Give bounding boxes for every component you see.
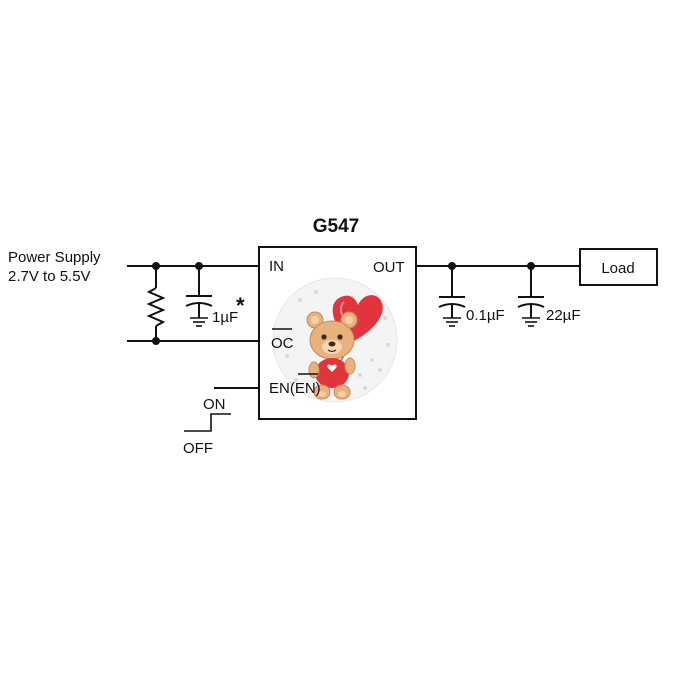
junction-dot	[152, 262, 160, 270]
junction-dot	[448, 262, 456, 270]
bear-shirt	[315, 358, 349, 388]
junction-dot	[195, 262, 203, 270]
input-cap-note: *	[236, 293, 245, 318]
junction-dot	[152, 337, 160, 345]
chip-title: G547	[313, 216, 359, 237]
load-box	[579, 248, 658, 286]
junction-dot	[527, 262, 535, 270]
input-cap-label: 1µF	[212, 309, 238, 326]
output-capacitor-2	[517, 266, 545, 318]
input-capacitor	[185, 266, 213, 318]
ground-icon	[190, 317, 208, 327]
switch-off-label: OFF	[183, 440, 213, 457]
pin-out-label: OUT	[373, 259, 405, 276]
output-capacitor-1	[438, 266, 466, 318]
supply-label-line1: Power Supply	[8, 249, 101, 266]
ground-icon	[522, 317, 540, 327]
output-cap-2-label: 22µF	[546, 307, 581, 324]
teddy-bear-sticker	[272, 277, 398, 403]
pin-oc-label: OC	[271, 335, 294, 352]
pin-en-label: EN(EN)	[269, 380, 321, 397]
ground-icon	[443, 317, 461, 327]
switch-on-label: ON	[203, 396, 226, 413]
load-label: Load	[601, 260, 634, 277]
supply-label-line2: 2.7V to 5.5V	[8, 268, 91, 285]
output-cap-1-label: 0.1µF	[466, 307, 505, 324]
switch-step-symbol	[184, 413, 231, 432]
pin-in-label: IN	[269, 258, 284, 275]
pullup-resistor	[146, 266, 166, 341]
